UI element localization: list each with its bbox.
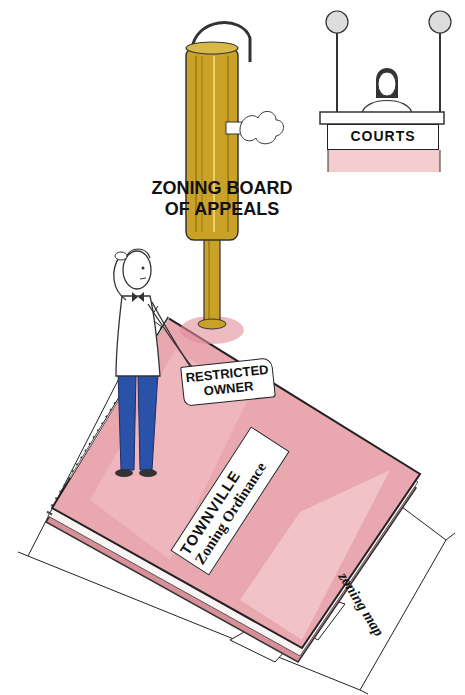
- owner-hand: [115, 252, 127, 260]
- owner-eye: [142, 267, 145, 270]
- bench-side: [328, 150, 329, 172]
- map-outline: [28, 318, 446, 690]
- owner-hair: [126, 249, 150, 258]
- press-shadow: [180, 316, 244, 344]
- owner-shoe: [139, 469, 157, 477]
- dimension-tick: [360, 690, 368, 694]
- lamp-pole: [439, 32, 441, 114]
- dimension-tick: [446, 533, 455, 540]
- press-foot: [198, 319, 226, 329]
- judge-hair: [376, 68, 398, 98]
- node-title: RESTRICTED OWNER: [184, 362, 273, 401]
- node-title: COURTS: [330, 128, 436, 144]
- bench-top: [320, 112, 444, 124]
- press-stem: [204, 232, 220, 324]
- bench-side: [440, 150, 441, 172]
- lamp-pole: [336, 32, 338, 114]
- dimension-tick: [18, 552, 28, 556]
- owner-leg: [118, 372, 136, 470]
- press-hatching: [209, 234, 210, 322]
- owner-shoe: [115, 469, 133, 477]
- node-title: ZONING BOARD OF APPEALS: [138, 178, 306, 220]
- owner-leg: [138, 372, 158, 470]
- owner-torso: [116, 296, 160, 376]
- owner-bowtie: [132, 292, 144, 302]
- lamp-globe: [326, 11, 348, 33]
- courts-bench-box: COURTS: [327, 124, 439, 150]
- zoning-board-press: ZONING BOARD OF APPEALS: [138, 178, 306, 222]
- bench-shading: [328, 150, 440, 172]
- lamp-globe: [429, 11, 451, 33]
- press-top: [186, 42, 238, 54]
- owner-mouth: [140, 278, 146, 279]
- judge-face: [378, 72, 396, 96]
- steam-puff: [240, 111, 284, 143]
